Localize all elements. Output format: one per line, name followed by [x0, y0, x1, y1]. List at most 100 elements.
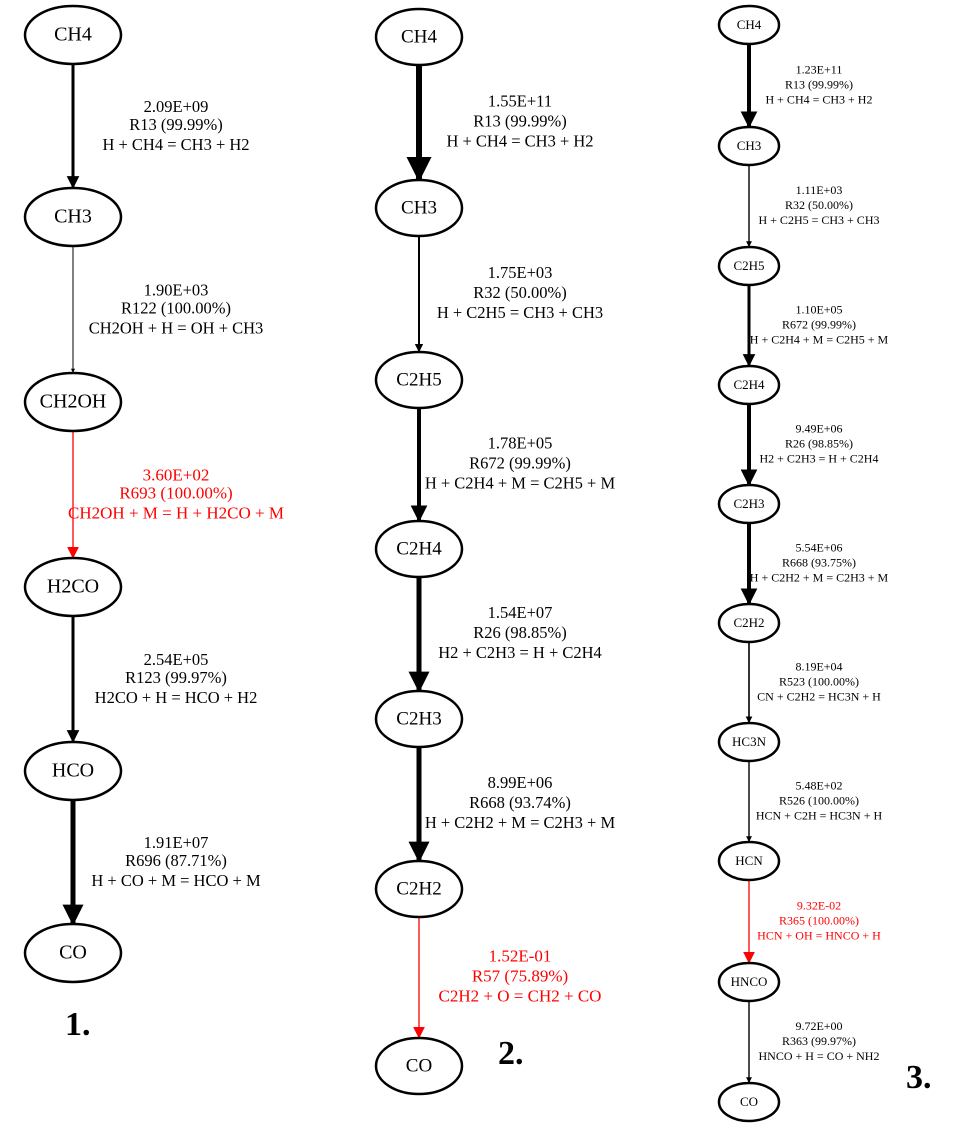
species-node: CH4 [23, 4, 123, 66]
reaction-reaction: R57 (75.89%) [472, 966, 568, 985]
reaction-flux: 1.90E+03 [144, 280, 209, 299]
reaction-reaction: R672 (99.99%) [782, 317, 856, 331]
species-node-label: C2H3 [396, 708, 441, 729]
species-node: C2H4 [717, 364, 781, 406]
reaction-reaction: R696 (87.71%) [125, 851, 227, 870]
reaction-reaction: R693 (100.00%) [119, 483, 232, 502]
species-node-label: C2H2 [733, 615, 764, 630]
species-node-shape [717, 125, 781, 167]
reaction-equation: H + CO + M = HCO + M [91, 871, 261, 890]
species-node-label: CO [59, 942, 87, 964]
species-node: CH3 [374, 178, 464, 238]
species-node-label: CO [740, 1094, 758, 1109]
species-node: C2H2 [374, 859, 464, 919]
species-node-shape [717, 364, 781, 406]
species-node: CO [23, 922, 123, 984]
species-node-shape [23, 556, 123, 618]
species-node: HCN [717, 840, 781, 882]
reaction-reaction: R13 (99.99%) [129, 115, 223, 134]
species-node-label: CH3 [737, 138, 762, 153]
reaction-flux: 1.55E+11 [488, 91, 552, 110]
species-node-shape [374, 7, 464, 67]
reaction-flux: 1.11E+03 [796, 183, 843, 197]
panel-number-label: 1. [65, 1006, 91, 1043]
species-node-shape [717, 245, 781, 287]
reaction-flux: 8.99E+06 [488, 773, 553, 792]
species-node: C2H4 [374, 519, 464, 579]
species-node-label: CH3 [401, 197, 437, 218]
species-node-shape [23, 186, 123, 248]
species-node: CH3 [717, 125, 781, 167]
species-node-shape [374, 1036, 464, 1096]
species-node-shape [23, 922, 123, 984]
species-node-label: HNCO [731, 974, 768, 989]
reaction-equation: H2 + C2H3 = H + C2H4 [438, 643, 602, 662]
reaction-reaction: R672 (99.99%) [469, 453, 571, 472]
species-node-label: H2CO [47, 576, 99, 598]
reaction-reaction: R26 (98.85%) [785, 436, 853, 450]
species-node-label: CO [406, 1055, 432, 1076]
reaction-equation: HCN + OH = HNCO + H [757, 928, 881, 942]
species-node-shape [23, 371, 123, 433]
reaction-flux: 1.54E+07 [488, 603, 553, 622]
species-node: CO [374, 1036, 464, 1096]
reaction-flux: 3.60E+02 [143, 465, 210, 484]
reaction-reaction: R122 (100.00%) [121, 298, 231, 317]
species-node-shape [374, 859, 464, 919]
reaction-reaction: R13 (99.99%) [785, 77, 853, 91]
species-node-shape [374, 350, 464, 410]
reaction-flux: 2.09E+09 [144, 97, 209, 116]
species-node-shape [717, 483, 781, 525]
species-node: HCO [23, 740, 123, 802]
species-node-shape [717, 721, 781, 763]
species-node-shape [23, 4, 123, 66]
species-node: HNCO [717, 961, 781, 1003]
species-node: C2H3 [717, 483, 781, 525]
reaction-reaction: R523 (100.00%) [779, 674, 859, 688]
reaction-flux: 9.49E+06 [795, 421, 842, 435]
species-node-shape [374, 689, 464, 749]
species-node-shape [374, 519, 464, 579]
species-node-shape [717, 4, 781, 46]
reaction-equation: H + CH4 = CH3 + H2 [446, 131, 593, 150]
species-node-shape [23, 740, 123, 802]
species-node: C2H5 [717, 245, 781, 287]
species-node-label: C2H5 [396, 369, 441, 390]
species-node-label: C2H3 [733, 496, 764, 511]
reaction-reaction: R526 (100.00%) [779, 793, 859, 807]
reaction-reaction: R668 (93.74%) [469, 793, 571, 812]
reaction-equation: C2H2 + O = CH2 + CO [439, 986, 602, 1005]
reaction-reaction: R13 (99.99%) [473, 111, 567, 130]
reaction-flux: 2.54E+05 [144, 650, 209, 669]
reaction-equation: H + C2H5 = CH3 + CH3 [437, 303, 603, 322]
reaction-equation: HNCO + H = CO + NH2 [759, 1049, 880, 1063]
species-node-label: CH4 [737, 17, 762, 32]
species-node: C2H5 [374, 350, 464, 410]
reaction-equation: H + C2H2 + M = C2H3 + M [425, 813, 616, 832]
reaction-equation: H + CH4 = CH3 + H2 [102, 135, 249, 154]
panel-number-label: 2. [498, 1035, 524, 1072]
species-node-label: C2H2 [396, 878, 441, 899]
reaction-reaction: R363 (99.97%) [782, 1034, 856, 1048]
species-node-label: HCN [735, 853, 763, 868]
reaction-equation: H + C2H2 + M = C2H3 + M [750, 570, 889, 584]
reaction-equation: CH2OH + M = H + H2CO + M [68, 503, 284, 522]
reaction-reaction: R32 (50.00%) [785, 198, 853, 212]
reaction-equation: H + C2H4 + M = C2H5 + M [750, 332, 889, 346]
reaction-equation: H + C2H4 + M = C2H5 + M [425, 473, 616, 492]
species-node-shape [717, 840, 781, 882]
